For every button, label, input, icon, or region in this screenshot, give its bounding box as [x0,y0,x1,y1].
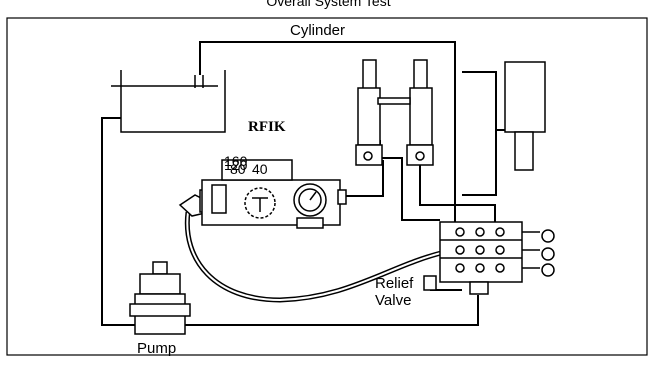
scale-reading-160: 160 [224,153,248,169]
flexible-hose [184,211,446,303]
scale-reading-120: 120 [224,157,248,173]
diagram-title: Overall System Test [266,0,391,9]
pump-label: Pump [137,340,177,357]
rfik-label: RFIK [248,119,286,135]
relief-valve-box [423,275,437,291]
right-actuator [504,61,546,171]
relief-valve-label: Relief Valve [375,275,414,309]
scale-reading-40: 40 [252,161,268,177]
pump [129,261,191,335]
diagram-frame [6,17,648,356]
reservoir-tank [111,70,226,133]
rfik-test-unit [201,159,347,229]
cylinder-pair [355,59,434,166]
valve-handles [522,229,555,277]
directional-valve-block [439,221,523,295]
scale-reading-80: 80 [230,161,246,177]
cylinder-label: Cylinder [290,22,346,39]
